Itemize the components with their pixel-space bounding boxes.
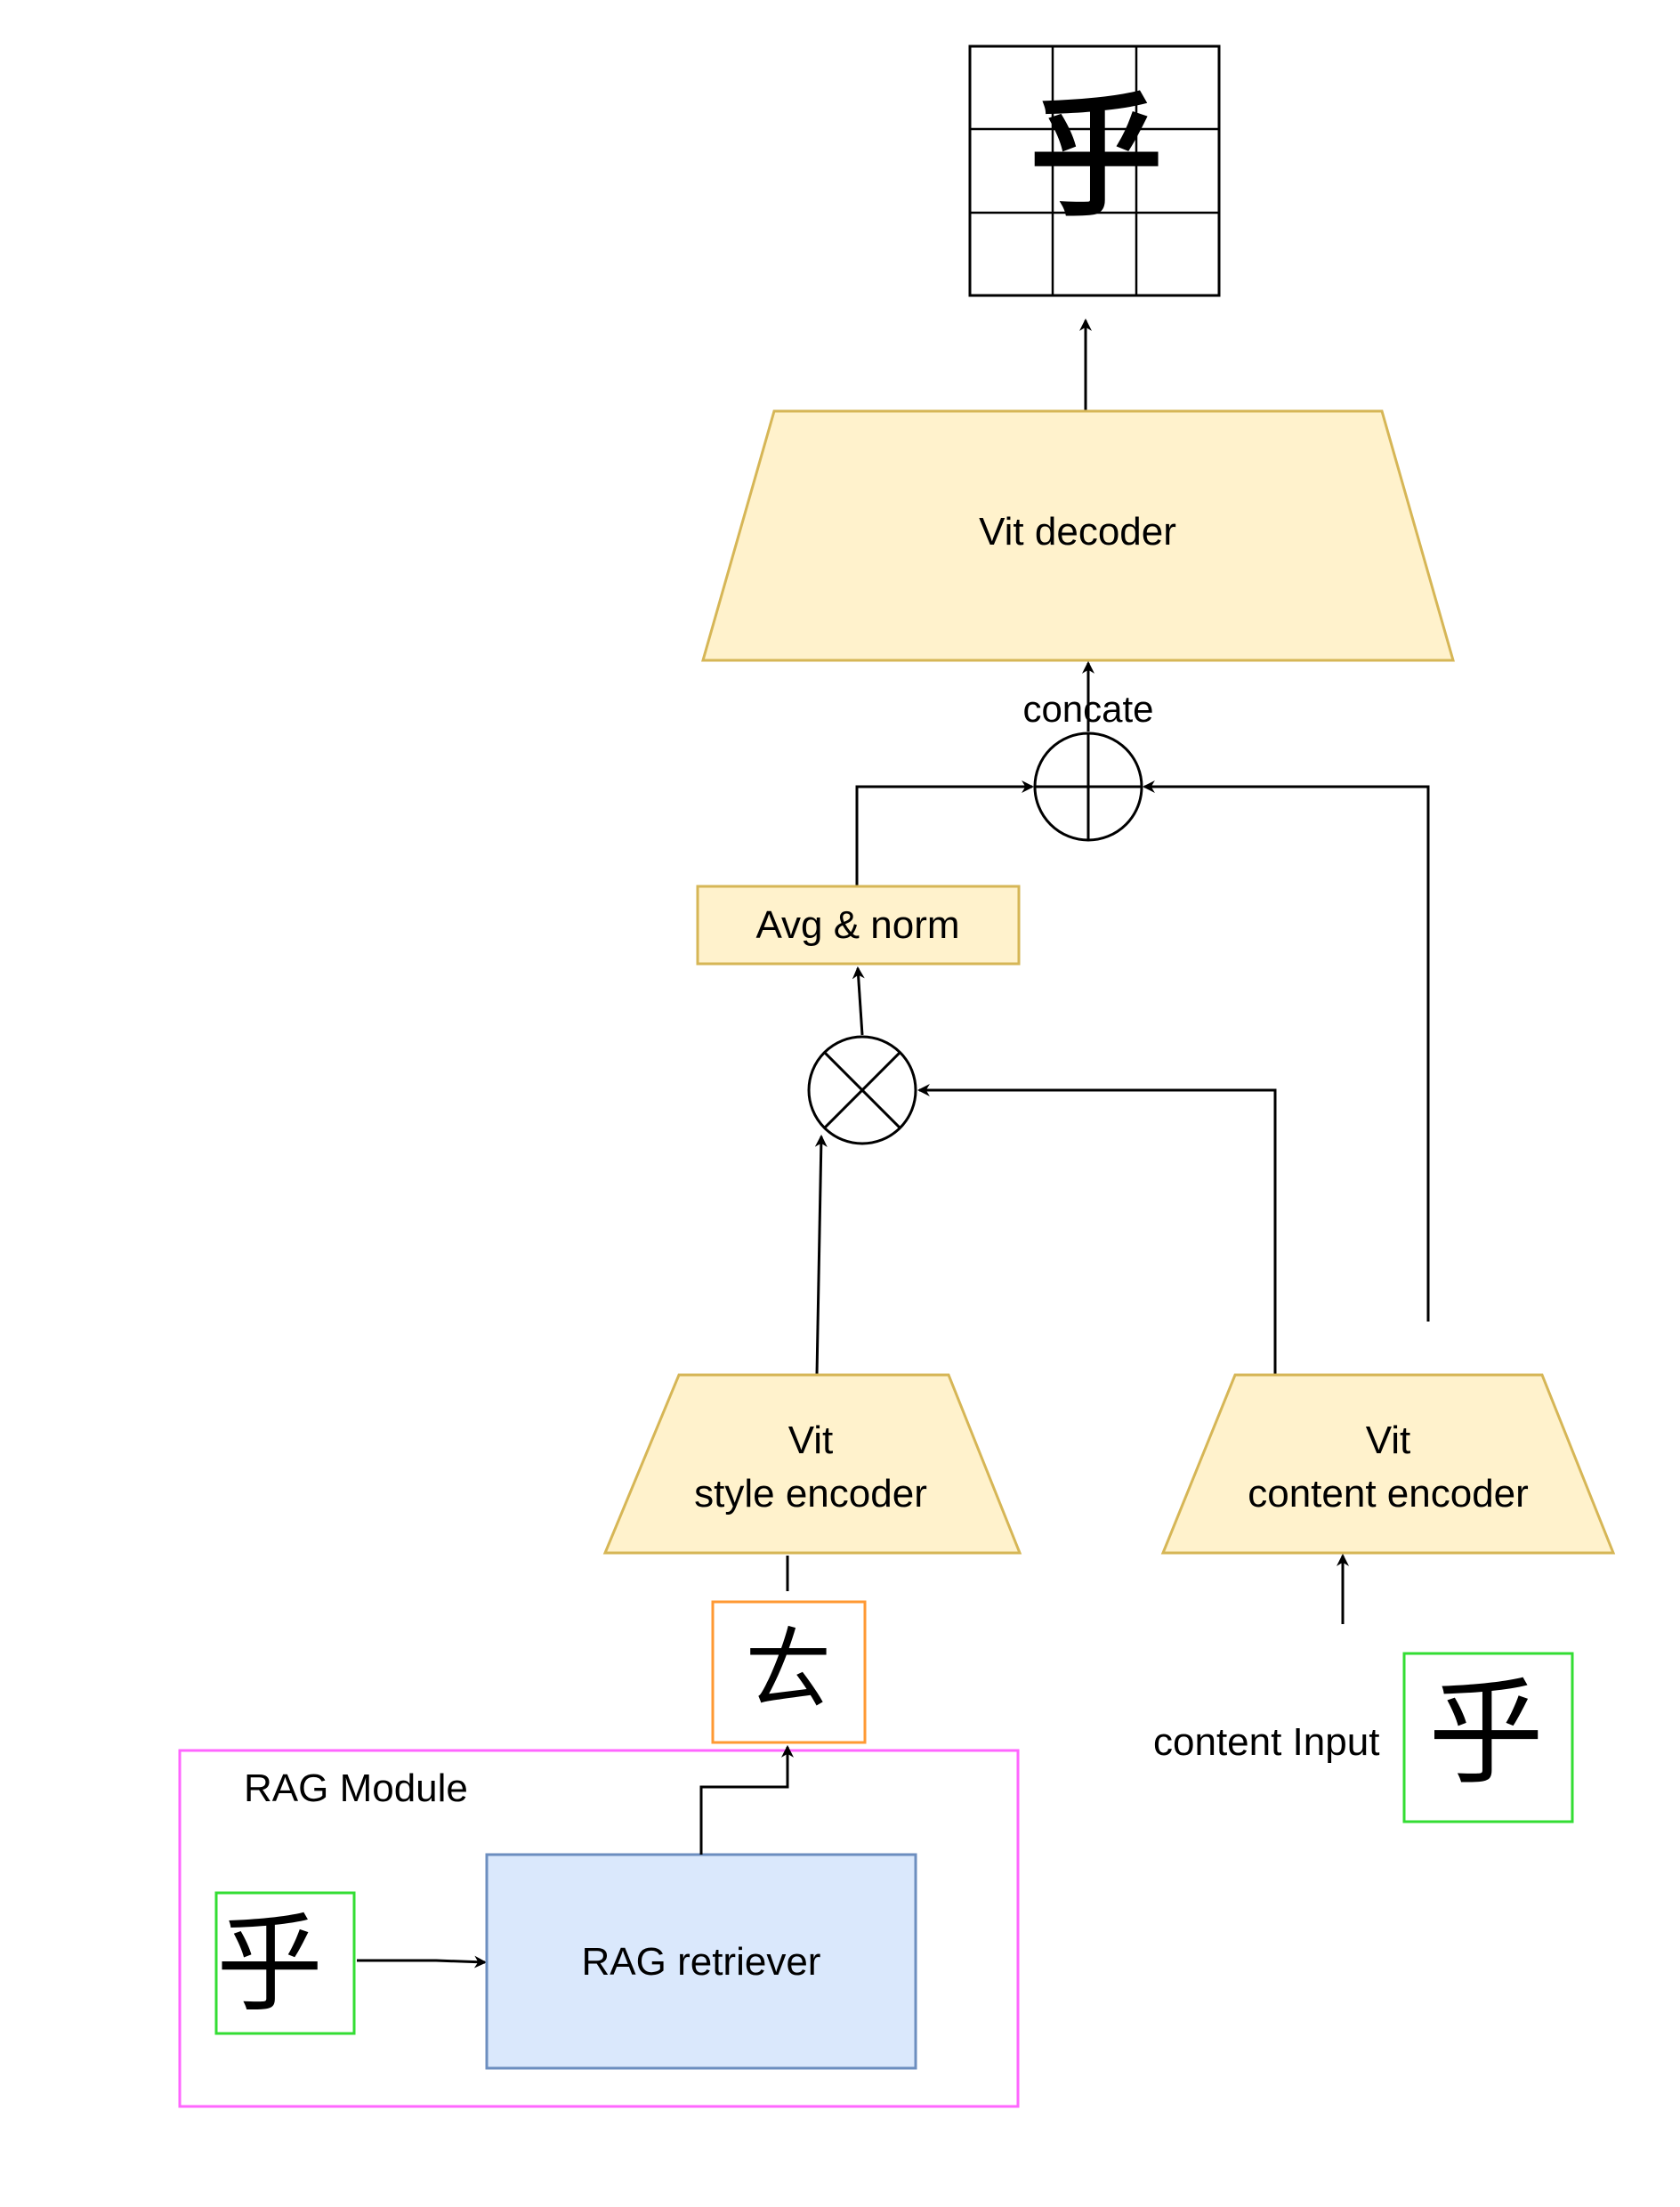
style-encoder-to-multiply-arrow: [814, 1134, 828, 1376]
style-reference-box: ㄊ: [711, 1600, 867, 1744]
style-encoder-label-line2: style encoder: [694, 1472, 927, 1516]
rag-query-glyph: 乎: [216, 1903, 323, 2026]
content-encoder-label-line1: Vit: [1366, 1419, 1411, 1462]
content-input-box: 乎: [1402, 1652, 1574, 1823]
concat-label: concate: [1022, 688, 1153, 730]
retriever-to-style-ref-arrow: [699, 1744, 794, 1855]
content-input-label: content Input: [1153, 1720, 1379, 1764]
rag-module-container: RAG Module: [178, 1749, 1020, 2108]
rag-query-box: 乎: [214, 1891, 356, 2035]
avg-norm-block: Avg & norm: [696, 885, 1021, 966]
content-encoder-label-line2: content encoder: [1248, 1472, 1529, 1516]
content-encoder-to-concat-arrow: [1142, 780, 1430, 1322]
content-encoder-block: Vit content encoder: [1160, 1373, 1616, 1555]
content-encoder-to-multiply-arrow: [917, 1084, 1277, 1375]
avg-norm-label: Avg & norm: [755, 903, 959, 947]
rag-retriever-block: RAG retriever: [485, 1853, 917, 2070]
style-reference-glyph: ㄊ: [744, 1617, 833, 1721]
style-encoder-block: Vit style encoder: [602, 1373, 1022, 1555]
avgnorm-to-concat-arrow: [855, 780, 1035, 885]
output-glyph: 乎: [1030, 78, 1163, 235]
content-input-glyph: 乎: [1428, 1665, 1544, 1800]
vit-decoder-block: Vit decoder: [701, 409, 1455, 662]
output-grid: 乎: [968, 44, 1221, 297]
concat-operator-icon: [1033, 732, 1143, 842]
vit-decoder-label: Vit decoder: [979, 510, 1176, 554]
multiply-operator-icon: [807, 1035, 917, 1145]
multiply-to-avgnorm-arrow: [852, 966, 865, 1036]
rag-module-label: RAG Module: [244, 1766, 468, 1810]
rag-retriever-label: RAG retriever: [582, 1940, 821, 1984]
query-to-retriever-arrow: [357, 1955, 488, 1969]
style-encoder-label-line1: Vit: [788, 1419, 834, 1462]
